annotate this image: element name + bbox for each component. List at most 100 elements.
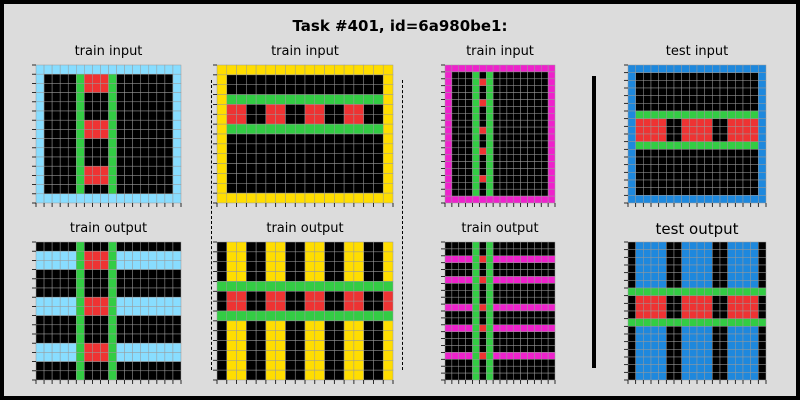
grid-cell <box>458 119 466 128</box>
grid-cell <box>246 84 257 95</box>
grid-cell <box>513 195 521 204</box>
grid-cell <box>265 369 276 381</box>
grid-cell <box>527 119 535 128</box>
grid-cell <box>499 133 508 142</box>
grid-cell <box>689 118 698 127</box>
grid-cell <box>92 269 101 280</box>
grid-cell <box>84 324 93 335</box>
grid-cell <box>43 156 53 167</box>
grid-cell <box>35 250 45 261</box>
grid-cell <box>465 352 473 360</box>
grid-cell <box>275 123 286 135</box>
grid-cell <box>458 310 466 319</box>
grid-cell <box>534 78 542 86</box>
grid-cell <box>172 333 182 344</box>
grid-cell <box>304 143 316 154</box>
grid-cell <box>742 179 751 188</box>
grid-cell <box>735 356 744 365</box>
grid-cell <box>76 250 85 261</box>
grid-cell <box>486 365 494 374</box>
grid-cell <box>246 192 257 204</box>
grid-cell <box>43 241 53 252</box>
grid-cell <box>294 153 306 164</box>
grid-cell <box>353 369 364 381</box>
grid-cell <box>116 269 125 280</box>
grid-cell <box>108 296 117 307</box>
grid-cell <box>275 94 286 105</box>
grid-cell <box>681 326 690 335</box>
grid-cell <box>506 241 514 250</box>
grid-cell <box>458 140 466 149</box>
grid-cell <box>712 264 721 273</box>
grid-cell <box>140 370 150 381</box>
grid-cell <box>458 283 466 291</box>
grid-cell <box>696 326 705 335</box>
grid-cell <box>444 126 453 135</box>
grid-cell <box>246 64 257 76</box>
grid-cell <box>689 303 698 312</box>
grid-cell <box>226 133 237 145</box>
grid-cell <box>124 64 133 75</box>
grid-cell <box>353 340 364 351</box>
grid-cell <box>156 147 166 158</box>
pair1-input-title: train input <box>74 44 143 59</box>
grid-cell <box>140 324 150 335</box>
grid-cell <box>681 372 690 381</box>
grid-cell <box>635 187 644 196</box>
grid-cell <box>527 106 535 114</box>
grid-cell <box>758 364 767 373</box>
grid-cell <box>451 106 459 114</box>
grid-cell <box>650 118 659 127</box>
grid-cell <box>635 318 644 327</box>
grid-cell <box>444 78 453 86</box>
grid-cell <box>51 129 61 139</box>
grid-cell <box>650 303 659 312</box>
grid-cell <box>696 280 705 289</box>
grid-cell <box>76 147 85 158</box>
grid-cell <box>444 372 453 381</box>
grid-cell <box>513 92 521 100</box>
grid-cell <box>343 133 355 145</box>
grid-cell <box>343 163 355 174</box>
grid-cell <box>334 84 345 95</box>
grid-cell <box>666 72 675 81</box>
grid-cell <box>116 64 125 75</box>
grid-cell <box>100 147 109 158</box>
grid-cell <box>689 257 698 266</box>
grid-cell <box>758 303 767 312</box>
grid-cell <box>140 110 150 121</box>
grid-cell <box>735 156 744 165</box>
grid-cell <box>373 143 384 154</box>
grid-cell <box>742 110 751 119</box>
grid-cell <box>382 251 394 262</box>
grid-cell <box>59 175 69 185</box>
grid-cell <box>635 326 644 335</box>
grid-cell <box>712 133 721 142</box>
grid-cell <box>116 333 125 344</box>
grid-cell <box>132 92 141 103</box>
grid-cell <box>643 326 652 335</box>
grid-cell <box>472 195 480 204</box>
grid-cell <box>650 356 659 365</box>
grid-cell <box>92 156 101 167</box>
grid-cell <box>643 333 652 342</box>
grid-cell <box>758 72 767 81</box>
grid-cell <box>643 249 652 258</box>
grid-cell <box>124 306 133 316</box>
grid-cell <box>513 168 521 176</box>
grid-cell <box>100 296 109 307</box>
grid-cell <box>627 87 636 96</box>
grid-cell <box>758 349 767 358</box>
grid-cell <box>727 126 736 135</box>
grid-cell <box>742 303 751 312</box>
grid-cell <box>51 315 61 326</box>
grid-cell <box>719 64 728 73</box>
grid-cell <box>704 349 713 358</box>
grid-cell <box>216 123 228 135</box>
grid-cell <box>172 370 182 381</box>
grid-cell <box>43 193 53 204</box>
grid-cell <box>373 133 384 145</box>
grid-cell <box>492 241 501 250</box>
grid-cell <box>486 324 494 332</box>
grid-cell <box>255 104 267 115</box>
